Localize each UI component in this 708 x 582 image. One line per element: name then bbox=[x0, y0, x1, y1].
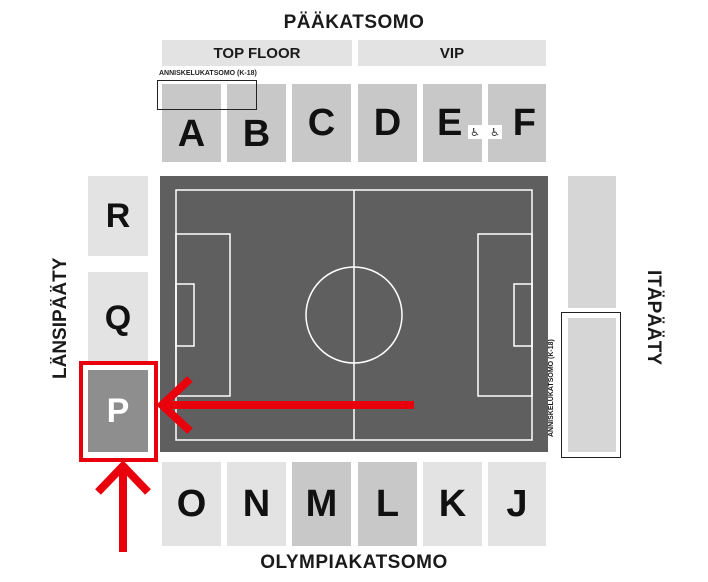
east-section-lower[interactable] bbox=[568, 318, 616, 452]
alcohol-zone-frame-top bbox=[157, 80, 257, 110]
wheelchair-icon: ♿ bbox=[488, 125, 502, 139]
alcohol-zone-label-top: ANNISKELUKATSOMO (K-18) bbox=[159, 70, 257, 77]
main-stand-title: PÄÄKATSOMO bbox=[283, 12, 425, 33]
wheelchair-icon: ♿ bbox=[468, 125, 482, 139]
section-d[interactable]: D bbox=[358, 84, 417, 162]
section-q[interactable]: Q bbox=[88, 272, 148, 364]
section-f[interactable]: F bbox=[488, 84, 546, 162]
section-o[interactable]: O bbox=[162, 462, 221, 546]
top-floor-bar: TOP FLOOR bbox=[162, 40, 352, 66]
olympic-stand-title: OLYMPIAKATSOMO bbox=[260, 552, 448, 573]
vip-bar: VIP bbox=[358, 40, 546, 66]
section-e[interactable]: E bbox=[423, 84, 482, 162]
east-section-upper[interactable] bbox=[568, 176, 616, 308]
section-j[interactable]: J bbox=[488, 462, 546, 546]
section-l[interactable]: L bbox=[358, 462, 417, 546]
section-a[interactable]: A bbox=[162, 84, 221, 162]
east-stand-title: ITÄPÄÄTY bbox=[643, 269, 664, 365]
section-n[interactable]: N bbox=[227, 462, 286, 546]
section-c[interactable]: C bbox=[292, 84, 351, 162]
section-m[interactable]: M bbox=[292, 462, 351, 546]
section-p-highlighted[interactable]: P bbox=[88, 370, 148, 452]
section-k[interactable]: K bbox=[423, 462, 482, 546]
vertical-arrow-head bbox=[95, 460, 151, 495]
highlight-frame bbox=[79, 361, 158, 462]
section-r[interactable]: R bbox=[88, 176, 148, 256]
horizontal-arrow-head bbox=[156, 376, 193, 434]
